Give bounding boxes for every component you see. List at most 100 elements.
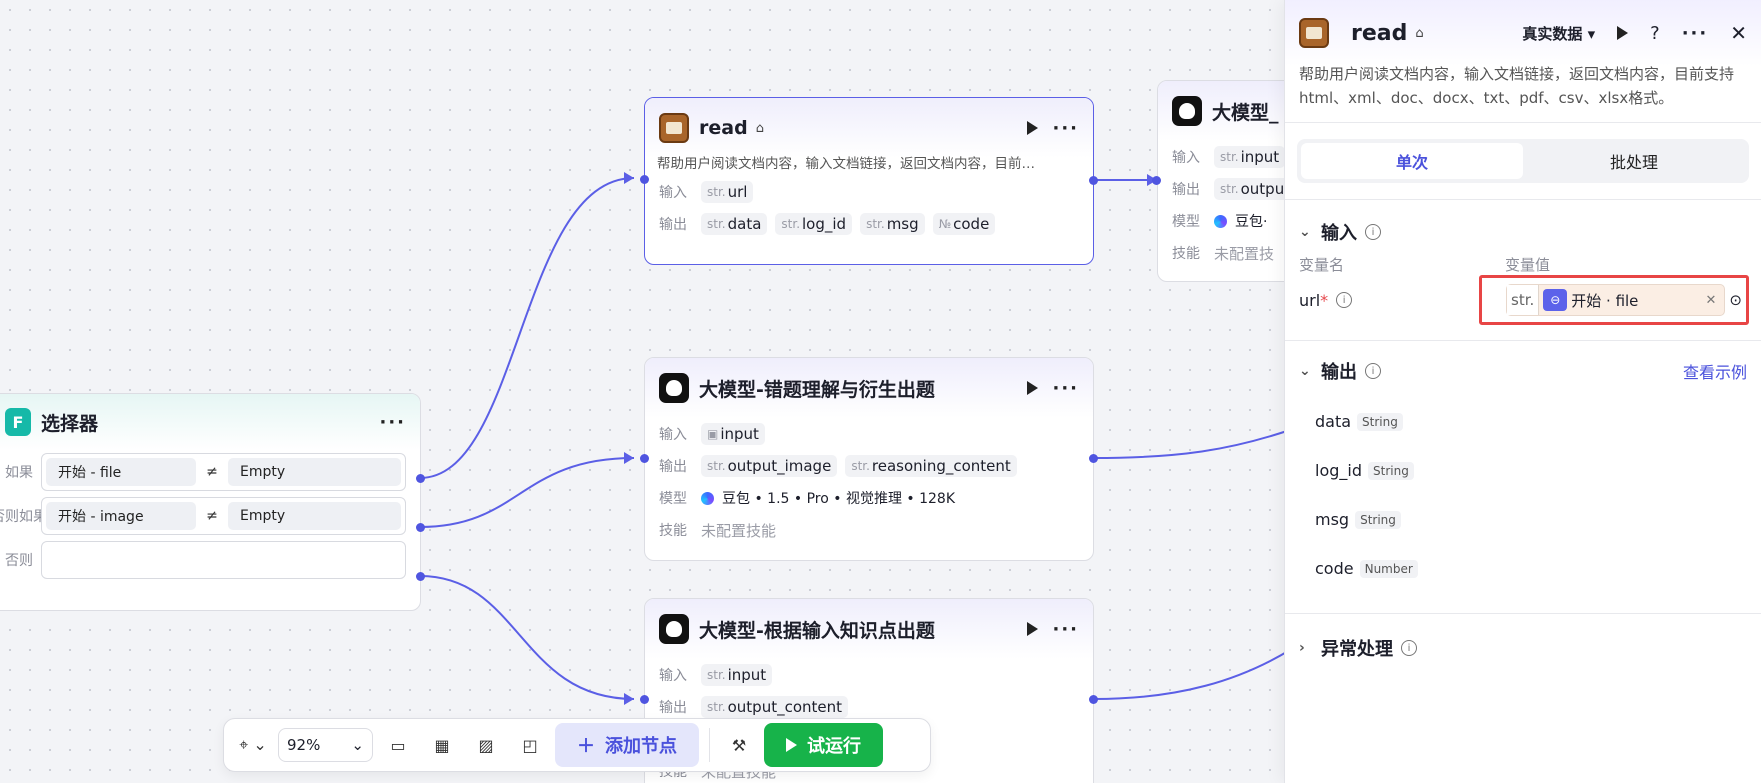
comment-icon[interactable]: ▭ xyxy=(390,735,406,755)
toolbar-divider xyxy=(709,728,710,762)
output-tag: str.log_id xyxy=(775,213,853,235)
llm-bottom-output-row: 输出 str.output_content xyxy=(645,691,1093,723)
layout-icon[interactable]: ▦ xyxy=(434,735,450,755)
llm-mid-in-port[interactable] xyxy=(640,454,649,463)
mode-tabs: 单次 批处理 xyxy=(1297,139,1749,183)
selector-node[interactable]: F 选择器 ··· 如果 开始 - file ≠ Empty 否则如果 开始 -… xyxy=(0,393,421,611)
play-icon[interactable] xyxy=(1617,26,1629,40)
llm-bottom-in-port[interactable] xyxy=(640,695,649,704)
robot-icon: ⌂ xyxy=(755,120,764,136)
condition-box[interactable]: 开始 - file ≠ Empty xyxy=(41,453,406,491)
view-example-link[interactable]: 查看示例 xyxy=(1682,363,1747,382)
selector-icon: F xyxy=(5,408,31,436)
variable-icon: ⊖ xyxy=(1543,289,1568,311)
doubao-icon xyxy=(1214,214,1227,228)
llm-mid-model-row: 模型 豆包 • 1.5 • Pro • 视觉推理 • 128K xyxy=(659,491,956,507)
read-out-port[interactable] xyxy=(1089,176,1098,185)
read-input-row: 输入 str.url xyxy=(645,176,1093,208)
divider xyxy=(1285,199,1761,200)
wrench-icon[interactable]: ⚒ xyxy=(731,735,747,755)
node-settings-panel: read ⌂ 真实数据 ▾ ? ··· ✕ 帮助用户阅读文档内容，输入文档链接，… xyxy=(1284,0,1761,783)
panel-desc: 帮助用户阅读文档内容，输入文档链接，返回文档内容，目前支持html、xml、do… xyxy=(1299,65,1735,107)
image-icon[interactable]: ▨ xyxy=(478,735,494,755)
play-icon[interactable] xyxy=(1027,622,1039,636)
llm-mid-node[interactable]: 大模型-错题理解与衍生出题 ··· 输入 ▣input 输出 str.outpu… xyxy=(644,357,1094,561)
chevron-down-icon: ⌄ xyxy=(351,736,364,754)
llm-bottom-input-row: 输入 str.input xyxy=(645,659,1093,691)
divider xyxy=(1285,340,1761,341)
tab-single[interactable]: 单次 xyxy=(1301,143,1523,179)
minimap-icon[interactable]: ◰ xyxy=(522,735,538,755)
url-param-row: url* i xyxy=(1285,276,1761,324)
close-icon[interactable]: ✕ xyxy=(1730,21,1747,45)
more-icon[interactable]: ··· xyxy=(1052,377,1079,399)
output-label: 输出 xyxy=(659,217,687,233)
selector-header: F 选择器 ··· xyxy=(0,394,420,450)
image-icon: ▣ xyxy=(707,427,719,441)
condition-box[interactable]: 开始 - image ≠ Empty xyxy=(41,497,406,535)
llm-bottom-node[interactable]: 大模型-根据输入知识点出题 ··· 输入 str.input 输出 str.ou… xyxy=(644,598,1094,783)
llm-bottom-out-port[interactable] xyxy=(1089,695,1098,704)
output-section-header[interactable]: ⌄ 输出 i 查看示例 xyxy=(1285,351,1761,391)
clear-icon[interactable]: ✕ xyxy=(1705,292,1717,308)
info-icon: i xyxy=(1365,224,1381,240)
settings-icon[interactable]: ⊙ xyxy=(1729,291,1742,309)
add-node-button[interactable]: ＋ 添加节点 xyxy=(555,723,699,767)
more-icon[interactable]: ··· xyxy=(379,411,406,433)
plus-icon: ＋ xyxy=(577,736,595,757)
panel-header: read ⌂ 真实数据 ▾ ? ··· ✕ xyxy=(1285,0,1761,66)
output-tag: str.msg xyxy=(860,213,925,235)
condition-box[interactable] xyxy=(41,541,406,579)
llm-top-title: 大模型_ xyxy=(1212,101,1279,124)
divider xyxy=(1285,613,1761,614)
tab-batch[interactable]: 批处理 xyxy=(1609,153,1658,172)
llm-bottom-header: 大模型-根据输入知识点出题 ··· xyxy=(645,599,1093,659)
output-tag: str.data xyxy=(701,213,768,235)
test-run-button[interactable]: 试运行 xyxy=(764,723,883,767)
play-icon[interactable] xyxy=(1027,381,1039,395)
llm-mid-header: 大模型-错题理解与衍生出题 ··· xyxy=(645,358,1093,418)
info-icon: i xyxy=(1336,292,1353,308)
llm-bottom-title: 大模型-根据输入知识点出题 xyxy=(699,619,935,642)
selector-else-port[interactable] xyxy=(416,572,425,581)
help-icon[interactable]: ? xyxy=(1650,22,1660,44)
more-icon[interactable]: ··· xyxy=(1681,22,1709,44)
zoom-select[interactable]: 92% ⌄ xyxy=(278,728,373,762)
llm-top-skill-row: 技能未配置技 xyxy=(1172,244,1275,263)
play-icon xyxy=(786,738,797,752)
read-node[interactable]: read ⌂ ··· 帮助用户阅读文档内容，输入文档链接，返回文档内容，目前… … xyxy=(644,97,1094,265)
llm-top-in-port[interactable] xyxy=(1152,176,1161,185)
info-icon: i xyxy=(1401,640,1417,656)
selector-elseif-row: 否则如果 开始 - image ≠ Empty xyxy=(0,494,420,538)
url-value-field[interactable]: str. ⊖ 开始 · file ✕ xyxy=(1506,284,1726,316)
info-icon: i xyxy=(1365,363,1381,379)
llm-mid-out-port[interactable] xyxy=(1089,454,1098,463)
input-column-headers: 变量名 变量值 xyxy=(1299,255,1551,274)
more-icon[interactable]: ··· xyxy=(1052,117,1079,139)
mouse-mode-icon[interactable]: ⌖ ⌄ xyxy=(239,735,267,754)
selector-title: 选择器 xyxy=(41,412,99,435)
selector-if-port[interactable] xyxy=(416,474,425,483)
llm-mid-input-row: 输入 ▣input xyxy=(645,418,1093,450)
llm-icon xyxy=(659,373,689,403)
error-handling-header[interactable]: › 异常处理 i xyxy=(1285,628,1761,668)
more-icon[interactable]: ··· xyxy=(1052,618,1079,640)
llm-icon xyxy=(1172,96,1202,126)
selector-elseif-port[interactable] xyxy=(416,523,425,532)
read-in-port[interactable] xyxy=(640,175,649,184)
data-mode-select[interactable]: 真实数据 ▾ xyxy=(1522,24,1596,43)
llm-mid-title: 大模型-错题理解与衍生出题 xyxy=(699,378,935,401)
read-node-desc: 帮助用户阅读文档内容，输入文档链接，返回文档内容，目前… xyxy=(657,156,1035,172)
input-section-header[interactable]: ⌄ 输入 i xyxy=(1285,212,1761,252)
llm-icon xyxy=(659,614,689,644)
play-icon[interactable] xyxy=(1027,121,1039,135)
